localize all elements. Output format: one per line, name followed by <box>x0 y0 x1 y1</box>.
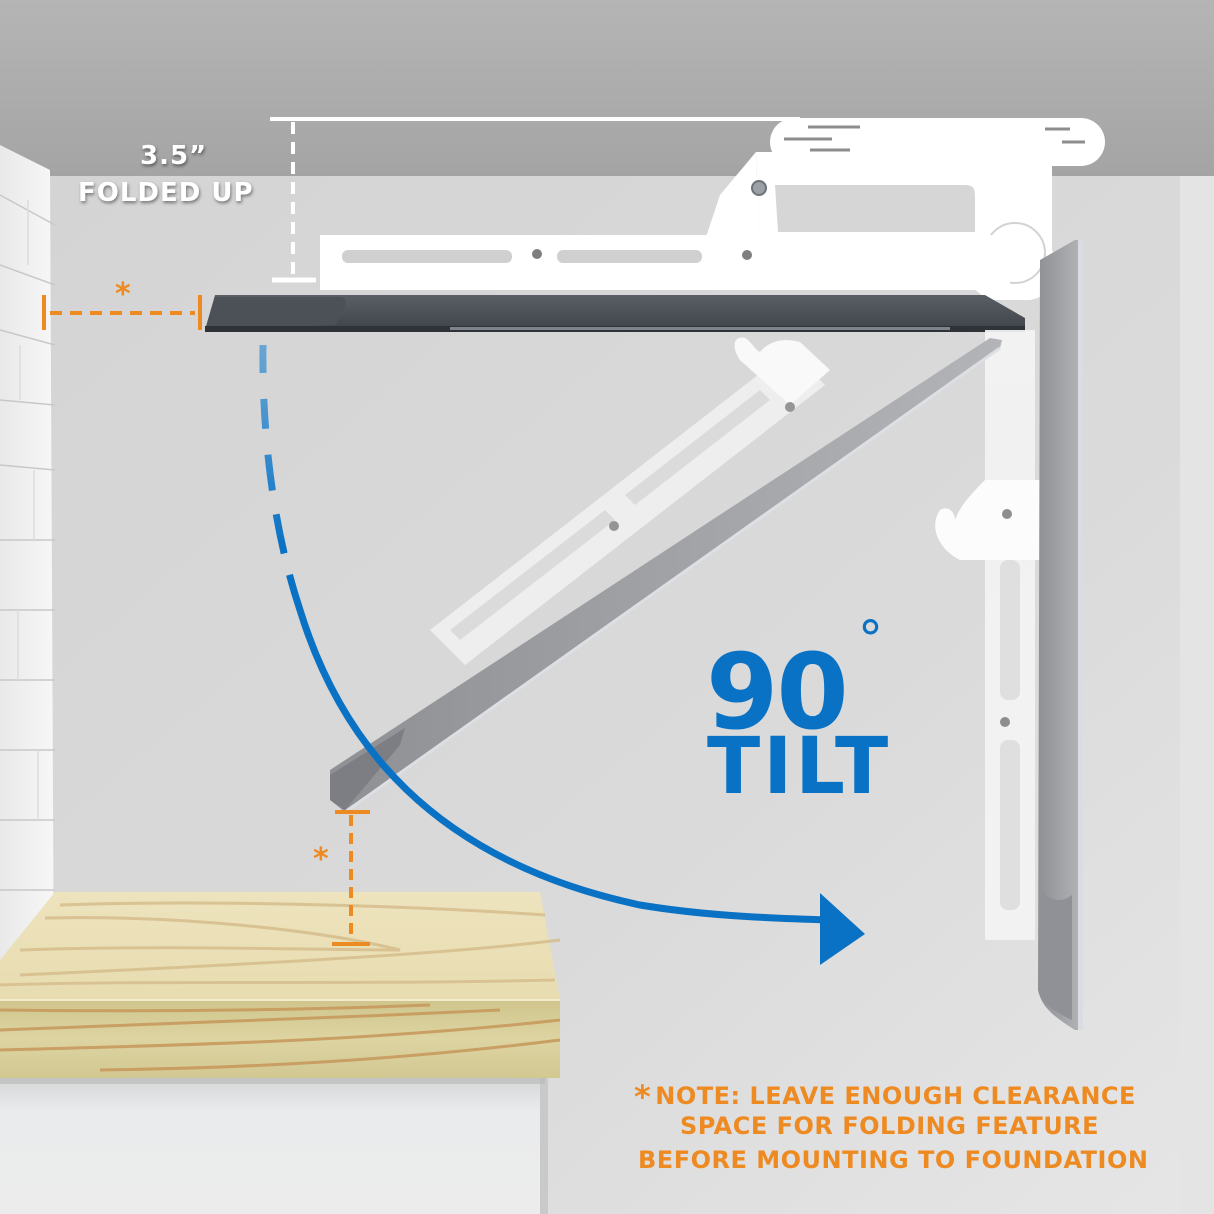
tv-folded-up <box>205 295 1025 332</box>
degree-symbol: ° <box>858 610 883 668</box>
surface-clearance-asterisk: * <box>313 842 329 877</box>
folded-height-value: 3.5” <box>140 141 208 171</box>
folded-height-label: FOLDED UP <box>78 178 254 208</box>
cabinet <box>0 1078 548 1214</box>
tv-tilted <box>330 338 1002 814</box>
wall-clearance-marker <box>42 295 202 330</box>
bracket-diagonal <box>430 337 830 665</box>
note-line-1-text: NOTE: LEAVE ENOUGH CLEARANCE <box>655 1082 1136 1110</box>
note-asterisk: * <box>634 1078 652 1116</box>
dimension-line-icon <box>272 122 316 283</box>
wood-shelf <box>0 892 561 1084</box>
bracket-vertical <box>935 330 1040 940</box>
ceiling-bracket <box>270 117 1105 300</box>
note-line-1: *NOTE: LEAVE ENOUGH CLEARANCE <box>634 1081 1136 1113</box>
tilt-degrees: 90 <box>706 631 849 753</box>
tilt-label: TILT <box>707 722 892 812</box>
wall-clearance-asterisk: * <box>115 277 131 312</box>
surface-clearance-marker <box>332 810 370 946</box>
note-line-2: SPACE FOR FOLDING FEATURE <box>680 1112 1100 1140</box>
curved-arrow-icon <box>259 344 865 965</box>
tv-vertical <box>1038 240 1083 1030</box>
note-line-3: BEFORE MOUNTING TO FOUNDATION <box>638 1146 1149 1174</box>
